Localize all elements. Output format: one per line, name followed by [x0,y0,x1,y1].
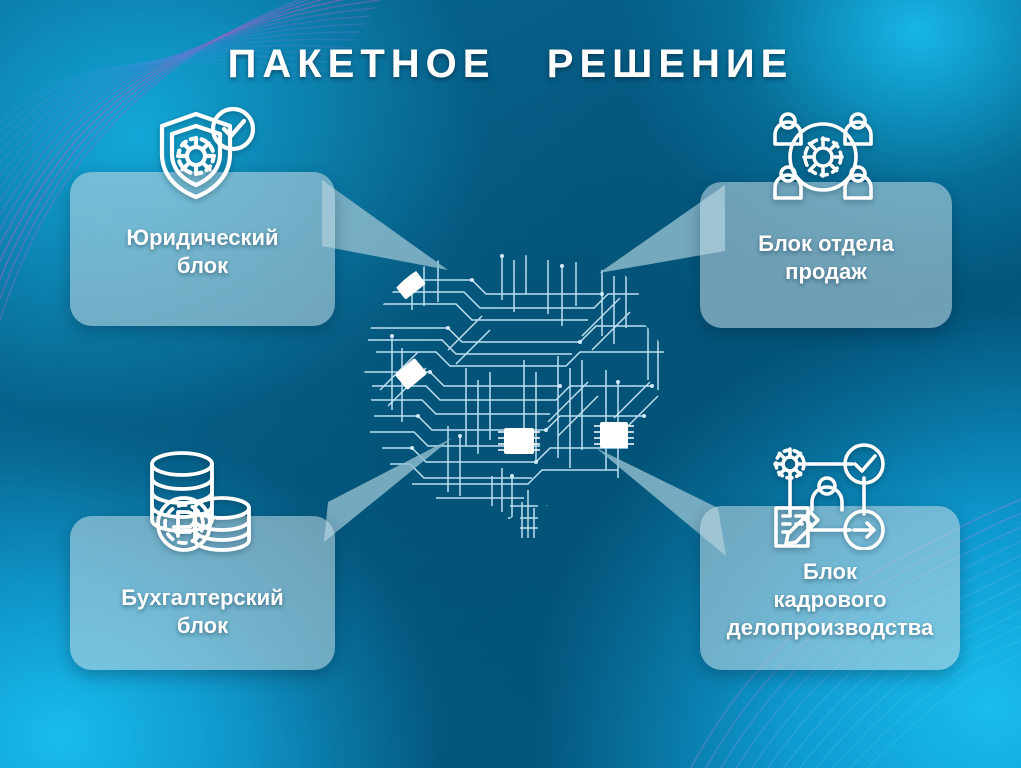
team-gear-network-icon [770,108,876,206]
page-title: ПАКЕТНОЕ РЕШЕНИЕ [227,42,794,86]
card-sales-label: Блок отдела продаж [758,231,894,285]
circuit-brain-graphic [352,240,697,540]
card-legal[interactable]: Юридический блок [70,172,335,326]
card-sales[interactable]: Блок отдела продаж [700,182,952,328]
shield-gear-check-icon [148,104,260,204]
card-hr-label: Блок кадрового делопроизводства [726,559,934,641]
card-hr[interactable]: Блок кадрового делопроизводства [700,506,960,670]
decorative-swirl-top-left [0,0,410,520]
card-accounting-label: Бухгалтерский блок [121,585,284,639]
coin-stacks-ruble-icon [140,448,256,558]
card-legal-label: Юридический блок [126,225,279,279]
hr-workflow-icon [768,442,886,550]
